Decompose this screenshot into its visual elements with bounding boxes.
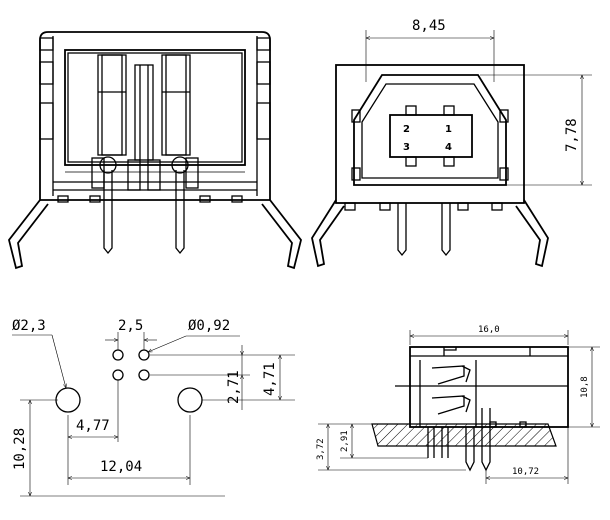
dim-mount-spacing-label: 12,04 <box>100 459 142 475</box>
dim-leg-length-label: 3,72 <box>316 438 326 460</box>
front-housing <box>64 49 246 166</box>
dim-height-label: 7,78 <box>564 118 580 152</box>
side-view: 16,0 10,8 3,72 2,91 10,72 <box>316 325 600 484</box>
dim-signal-mount-label: 4,77 <box>76 418 110 434</box>
mount-hole-right <box>177 387 203 413</box>
dim-small-hole-label: Ø0,92 <box>188 318 230 334</box>
port-view: 2 1 3 4 8,45 7,78 <box>311 18 592 268</box>
dim-pin-pitch-y-label: 2,71 <box>226 370 242 404</box>
front-left-leg <box>8 199 49 270</box>
port-opening <box>353 74 507 186</box>
dim-large-hole-label: Ø2,3 <box>12 318 46 334</box>
pin-label: 2 <box>403 124 410 135</box>
dim-length-label: 16,0 <box>478 325 500 335</box>
dim-pin-pitch-x-label: 2,5 <box>118 318 143 334</box>
port-shield-outline <box>335 64 525 204</box>
side-body <box>409 346 569 428</box>
port-contact-tongue <box>389 114 473 158</box>
front-shield-outline <box>39 31 271 201</box>
dim-pin-length-label: 2,91 <box>340 430 350 452</box>
dim-height-side-label: 10,8 <box>580 376 590 398</box>
mount-hole-left <box>55 387 81 413</box>
pcb-section <box>371 423 557 447</box>
port-right-leg <box>515 199 549 268</box>
front-right-leg <box>261 199 302 270</box>
dim-mount-top-pin-label: 4,71 <box>262 362 278 396</box>
footprint-view: Ø2,3 2,5 Ø0,92 4,77 12,04 10,28 2,71 <box>12 318 295 497</box>
dim-body-edge-label: 10,72 <box>512 467 539 477</box>
pin-label: 3 <box>403 142 410 153</box>
dim-width-label: 8,45 <box>412 18 446 34</box>
dim-mount-to-pins-label: 10,28 <box>12 428 28 470</box>
front-view <box>8 31 302 270</box>
port-left-leg <box>311 199 345 268</box>
pin-label: 4 <box>445 142 452 153</box>
pin-label: 1 <box>445 124 452 135</box>
